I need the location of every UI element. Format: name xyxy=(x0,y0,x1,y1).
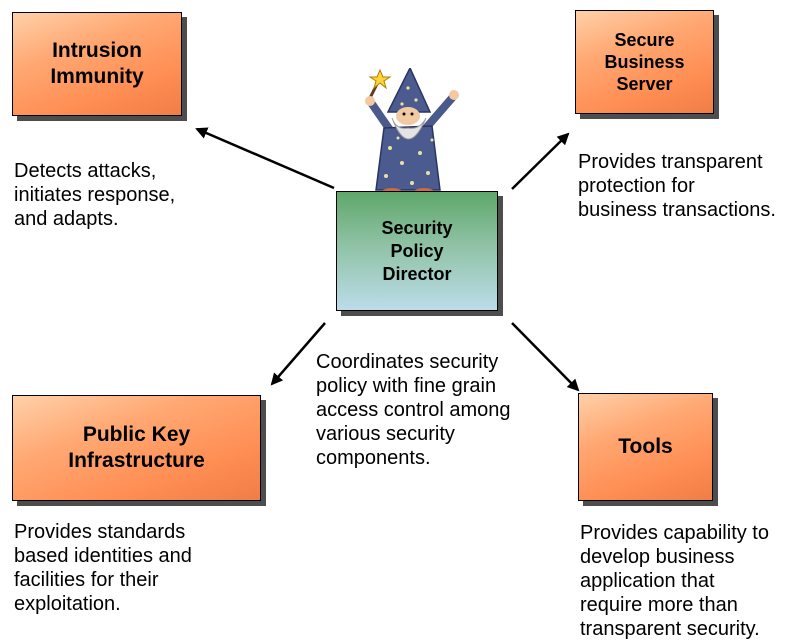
intrusion-immunity-description: Detects attacks, initiates response, and… xyxy=(14,160,176,230)
intrusion-immunity-title-line1: Intrusion xyxy=(52,39,142,62)
arrow-to-public-key-infrastructure xyxy=(270,322,326,386)
public-key-infrastructure-box: Public Key Infrastructure xyxy=(12,395,261,501)
security-policy-director-description: Coordinates security policy with fine gr… xyxy=(316,351,511,469)
intrusion-immunity-box: Intrusion Immunity xyxy=(12,12,182,116)
security-policy-director-title-line2: Policy xyxy=(390,240,444,261)
secure-business-server-title-line2: Business xyxy=(604,52,685,72)
public-key-infrastructure-title-line1: Public Key xyxy=(82,423,191,446)
arrow-to-tools xyxy=(511,322,580,392)
secure-business-server-title-line1: Secure xyxy=(614,30,675,50)
secure-business-server-title-line3: Server xyxy=(616,74,673,94)
arrow-to-intrusion-immunity xyxy=(195,127,335,190)
arrow-to-secure-business-server xyxy=(511,132,570,190)
secure-business-server-description: Provides transparent protection for busi… xyxy=(578,151,776,221)
security-policy-director-title-line3: Director xyxy=(382,263,452,284)
security-policy-director-box: Security Policy Director xyxy=(336,191,498,311)
public-key-infrastructure-description: Provides standards based identities and … xyxy=(14,521,192,615)
tools-box: Tools xyxy=(578,393,713,501)
tools-description: Provides capability to develop business … xyxy=(580,522,769,640)
tools-title: Tools xyxy=(618,435,673,458)
public-key-infrastructure-title-line2: Infrastructure xyxy=(68,449,205,472)
wizard-icon xyxy=(365,68,459,196)
security-policy-director-title-line1: Security xyxy=(381,217,453,238)
intrusion-immunity-title-line2: Immunity xyxy=(50,65,144,88)
secure-business-server-box: Secure Business Server xyxy=(575,10,714,114)
